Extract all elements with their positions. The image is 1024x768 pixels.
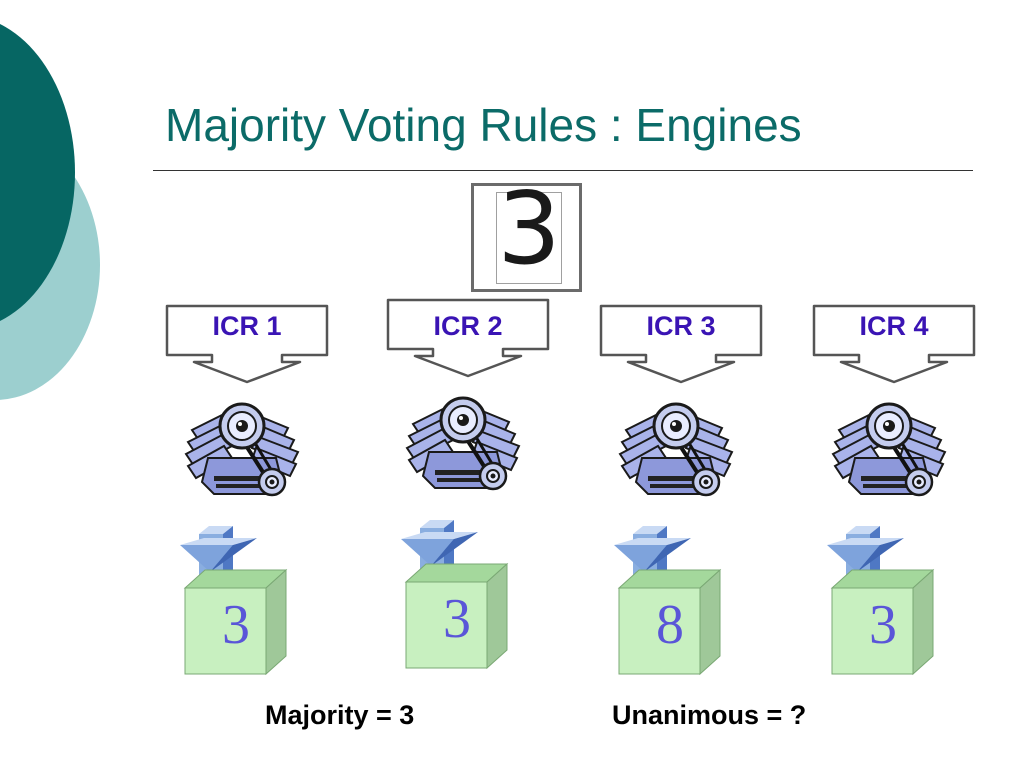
result-digit-1: 3 [222,594,250,656]
engine-icon [831,402,947,497]
input-sample-digit: 3 [497,170,561,287]
engine-graphics [812,304,976,676]
engine-icon [184,402,300,497]
icr-label-1: ICR 1 [212,311,282,341]
icr-callout [165,304,329,384]
majority-result: Majority = 3 [265,700,415,730]
icr-label-3: ICR 3 [646,311,716,341]
result-digit-4: 3 [869,594,897,656]
unanimous-result: Unanimous = ? [612,700,807,730]
icr-label-2: ICR 2 [433,311,503,341]
result-digit-2: 3 [443,588,471,650]
engine-column-3: ICR 3 8 [596,0,766,768]
engine-column-2: ICR 2 3 [383,0,553,768]
result-box [404,562,509,670]
result-box [617,568,722,676]
input-sample-frame: 3 [471,179,582,292]
engine-column-1: ICR 1 3 [162,0,332,768]
engine-column-4: ICR 4 3 [809,0,979,768]
icr-callout [386,298,550,378]
title-underline [153,170,973,171]
result-digit-3: 8 [656,594,684,656]
icr-callout [599,304,763,384]
engine-graphics [599,304,763,676]
slide-title: Majority Voting Rules : Engines [165,99,802,151]
engine-icon [405,396,521,491]
engine-graphics [386,298,550,670]
engine-icon [618,402,734,497]
engine-graphics [165,304,329,676]
icr-callout [812,304,976,384]
result-box [830,568,935,676]
icr-label-4: ICR 4 [859,311,929,341]
down-arrow-icon [401,520,478,574]
result-box [183,568,288,676]
input-sample-box: 3 [496,179,562,284]
